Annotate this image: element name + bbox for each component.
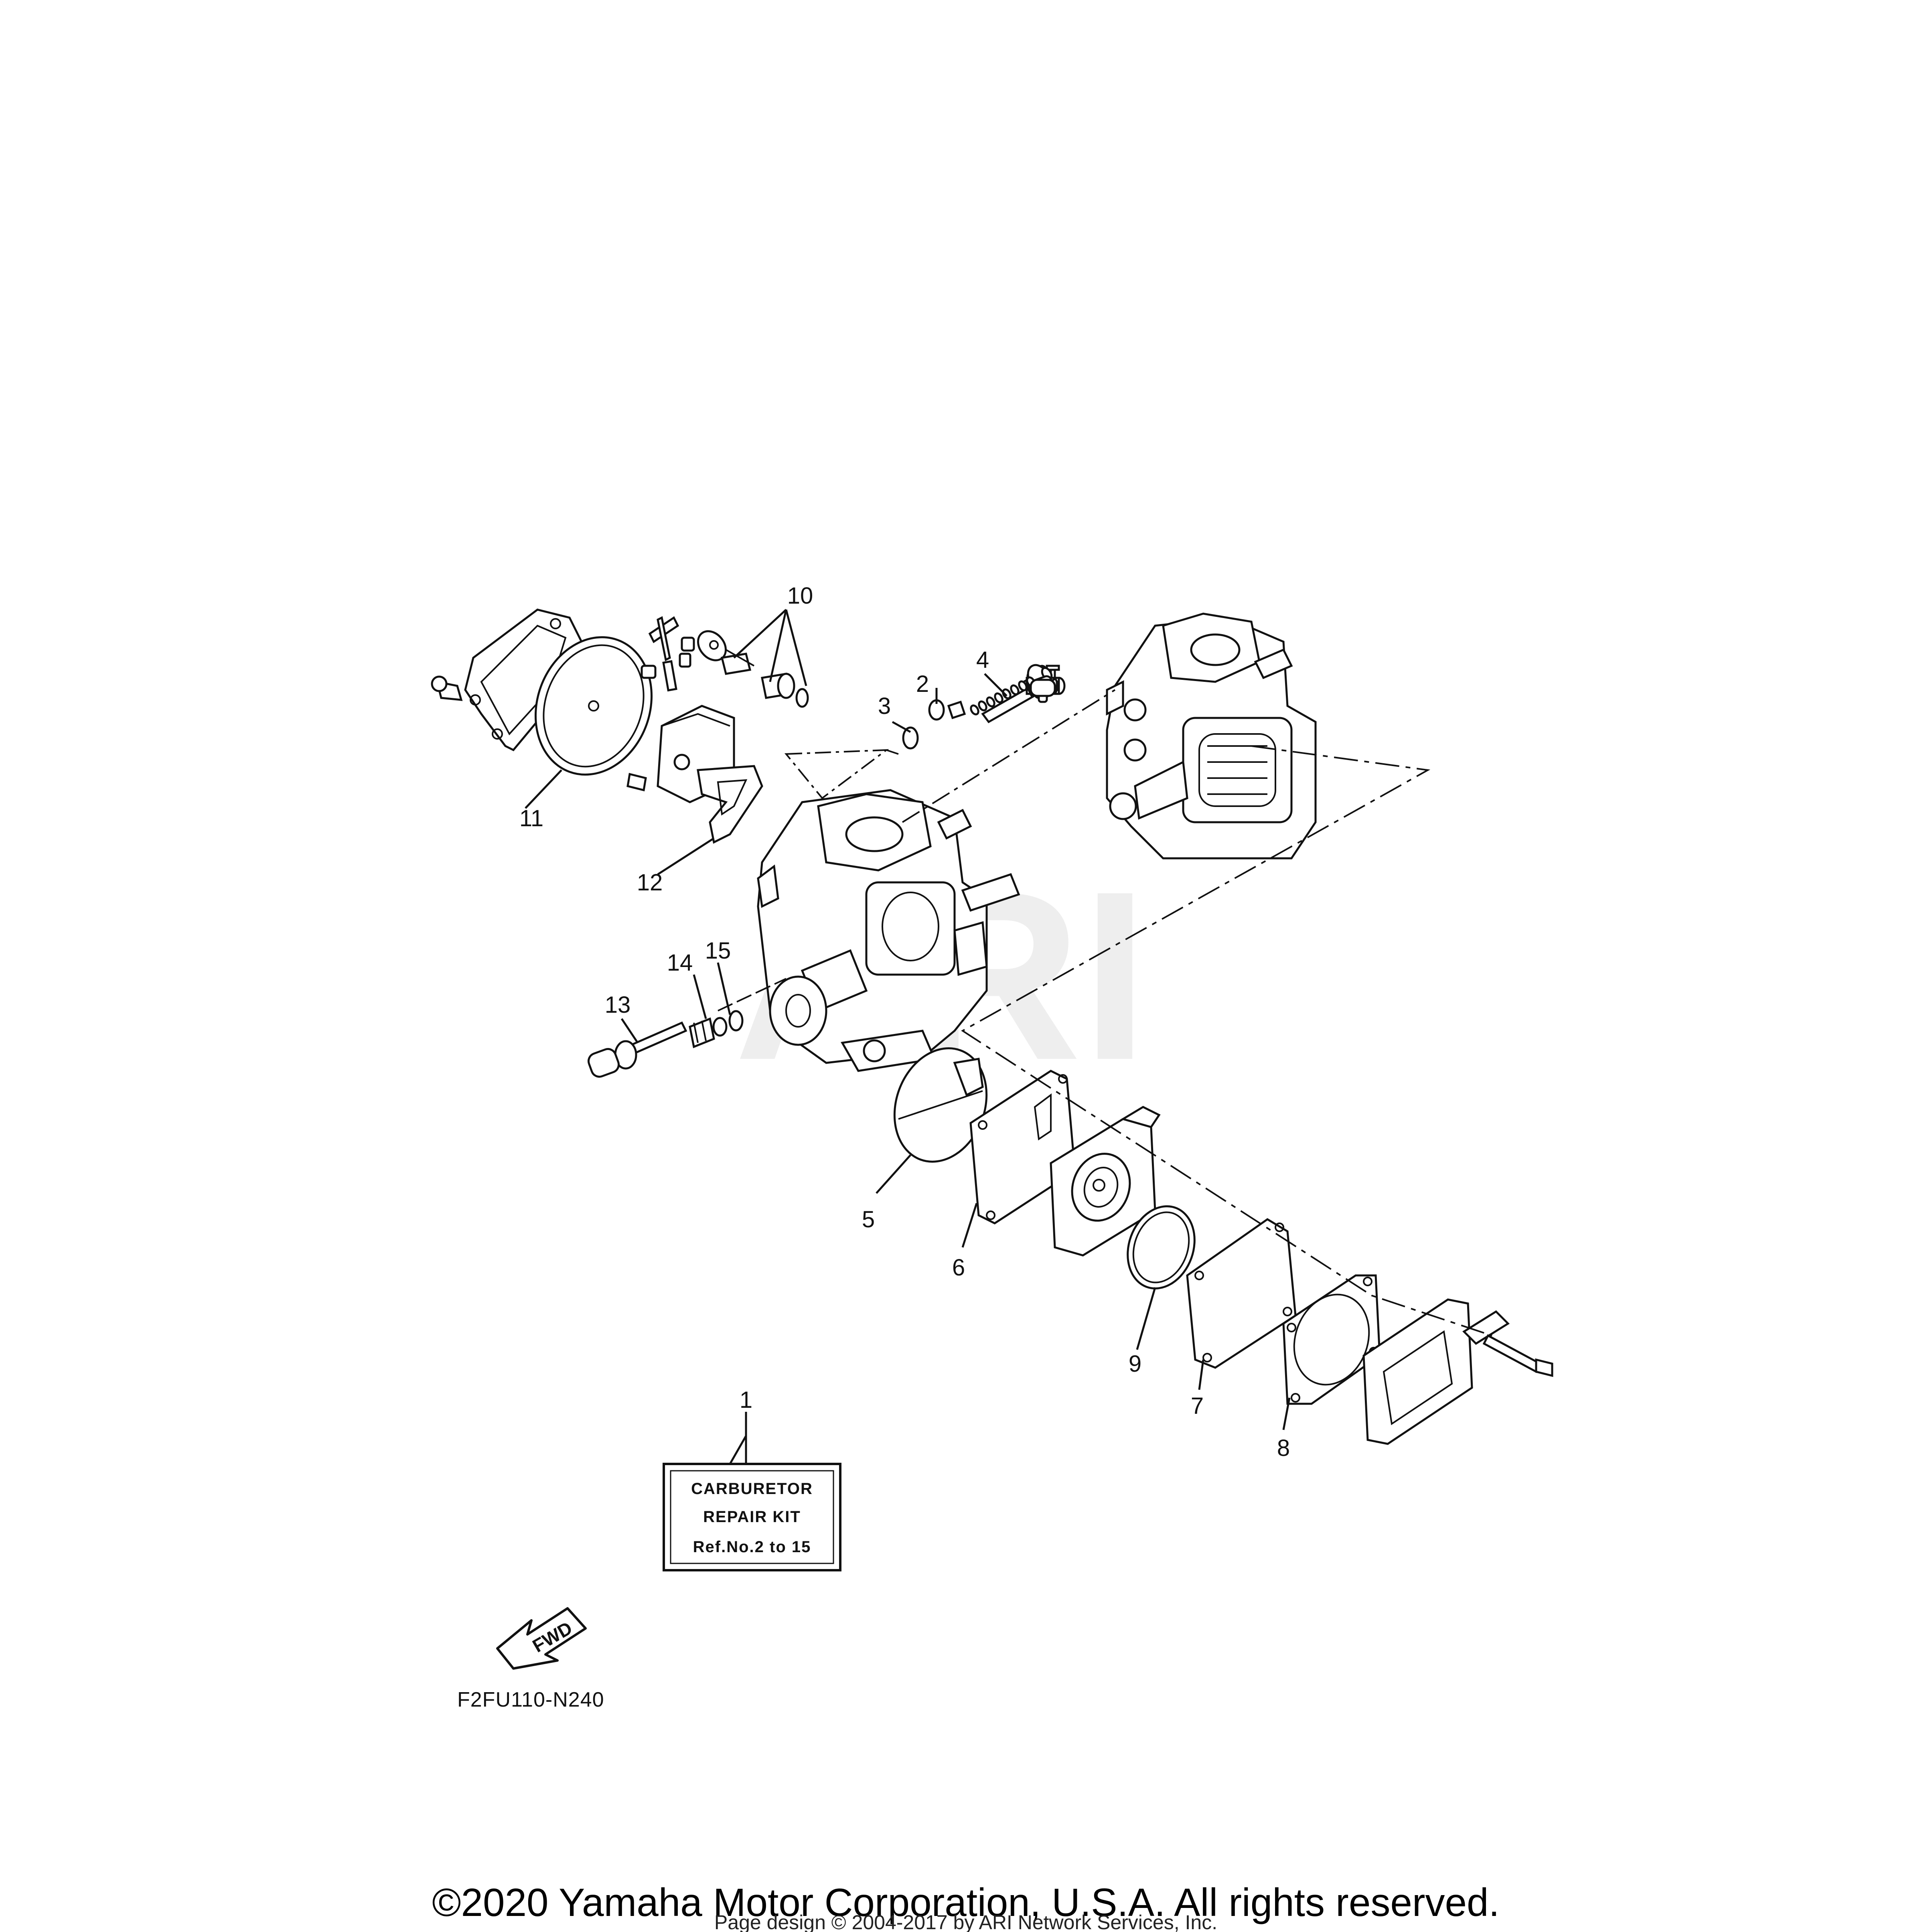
leader-lines [525,609,1492,1465]
carburetor-body-right [1106,612,1317,860]
callout-2: 2 [916,671,929,697]
diagram-code: F2FU110-N240 [457,1688,604,1711]
cap-top-right [1030,679,1056,697]
screw-part-13 [587,1021,687,1078]
callout-12: 12 [637,870,663,896]
o-ring-part-9 [1127,1205,1196,1289]
repair-kit-box: CARBURETOR REPAIR KIT Ref.No.2 to 15 [663,1463,841,1571]
kit-label-line1: CARBURETOR [691,1480,813,1498]
pump-end-cover [1362,1298,1510,1445]
callout-1: 1 [740,1387,752,1413]
bolt-pump [1482,1334,1553,1377]
gasket-part-12 [697,765,763,844]
diaphragm-part-11 [534,636,653,776]
pump-cover-body [1050,1106,1161,1257]
callout-6: 6 [952,1255,965,1281]
page-design-text: Page design © 2004-2017 by ARI Network S… [714,1911,1217,1932]
callout-13: 13 [605,992,631,1018]
spring-part-2 [947,700,966,720]
gasket-part-7 [1186,1218,1297,1369]
screw-cover [431,675,463,701]
callout-14: 14 [667,950,693,976]
callout-15: 15 [705,938,731,964]
carburetor-body-left [757,789,1020,1072]
kit-label-line3: Ref.No.2 to 15 [693,1538,811,1556]
callout-11: 11 [519,805,543,831]
callout-7: 7 [1191,1393,1204,1419]
callout-labels: 1 2 3 4 5 6 7 8 9 10 11 12 13 14 15 [519,583,1290,1461]
kit-label-line2: REPAIR KIT [703,1508,801,1526]
o-ring-part-15 [728,1010,744,1032]
copyright-text: ©2020 Yamaha Motor Corporation, U.S.A. A… [432,1880,1499,1924]
o-ring-part-3 [902,726,919,750]
spring-part-14 [689,1017,728,1048]
small-parts-cluster [641,616,809,708]
callout-3: 3 [878,693,891,719]
callout-5: 5 [862,1206,875,1233]
callout-4: 4 [976,647,989,673]
diaphragm-part-5 [893,1047,988,1163]
callout-8: 8 [1277,1435,1290,1461]
fwd-arrow-icon: FWD [496,1607,587,1670]
callout-10: 10 [787,583,813,609]
callout-9: 9 [1129,1351,1141,1377]
